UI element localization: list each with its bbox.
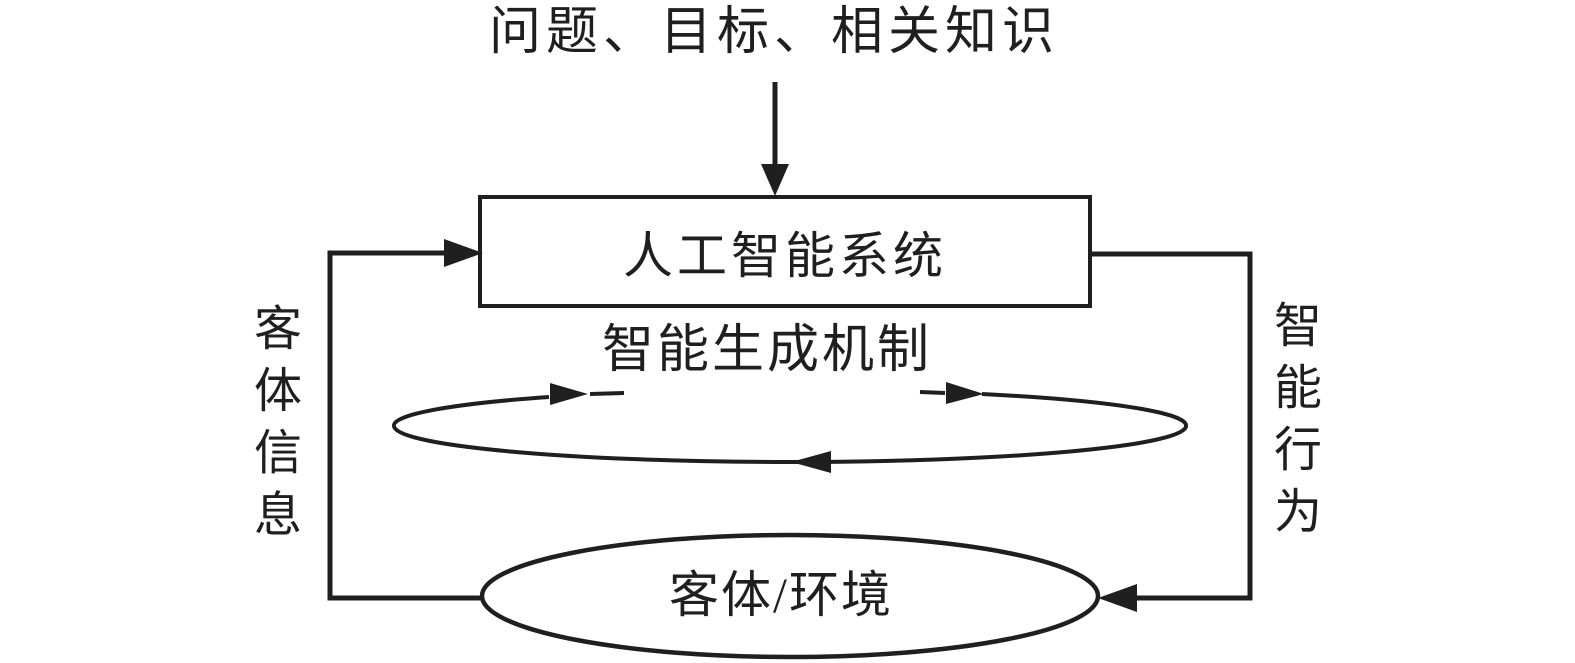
node-ai-system-label: 人工智能系统 [623,227,947,284]
right-output-arrow [1092,251,1253,612]
left-feedback-arrow [327,239,483,601]
edge-label-object-information: 客体信息 [246,303,299,551]
node-mechanism-label: 智能生成机制 [601,322,932,379]
edge-label-intelligent-behavior: 智能行为 [1266,300,1319,548]
input-arrow-down-icon [761,82,789,196]
node-environment-label: 客体/环境 [669,567,893,623]
generation-cycle [392,382,1188,473]
diagram-title: 问题、目标、相关知识 [489,4,1060,61]
node-ai-system: 人工智能系统 [478,195,1092,308]
